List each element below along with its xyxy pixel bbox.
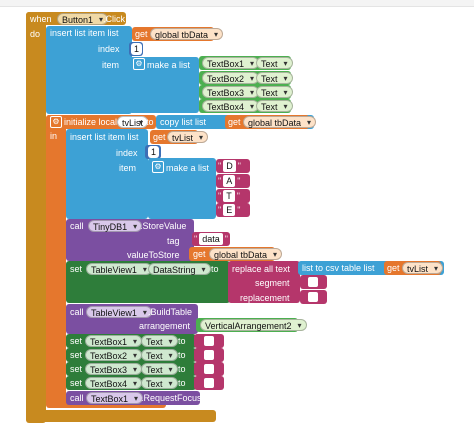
text-property-dropdown[interactable]: Text	[256, 72, 293, 85]
textbox-component-dropdown[interactable]: TextBox3	[202, 86, 260, 99]
text-string-t[interactable]: "T"	[218, 190, 240, 202]
do-label: do	[30, 29, 41, 39]
text-string-d[interactable]: "D"	[218, 160, 241, 172]
tag-label: tag	[167, 236, 180, 246]
list-to-csv-table-label: list to csv table list	[302, 263, 375, 273]
workspace-top-border	[0, 0, 474, 7]
item-label-1: item	[102, 60, 120, 70]
textbox1-call-dropdown[interactable]: TextBox1	[86, 392, 144, 405]
button1-component-dropdown[interactable]: Button1	[57, 13, 109, 26]
mutator-gear-icon[interactable]: ⚙	[50, 116, 62, 128]
insert-list-item-label-1: insert list item list	[50, 28, 119, 38]
text-property-dropdown[interactable]: Text	[256, 57, 293, 70]
replace-all-text-label: replace all text	[232, 264, 291, 274]
empty-string-replacement[interactable]	[308, 292, 318, 302]
empty-string-3[interactable]	[204, 364, 214, 374]
to-label-init: to	[146, 117, 154, 127]
index-label-2: index	[116, 148, 138, 158]
set-label: set	[70, 350, 83, 360]
text-string-e[interactable]: "E"	[218, 204, 241, 216]
get-label-1: get	[135, 29, 148, 39]
insert-list-item-block-1[interactable]	[46, 26, 132, 114]
textbox-component-dropdown[interactable]: TextBox4	[202, 100, 260, 113]
get-label-2: get	[228, 117, 241, 127]
text-set-property-dropdown[interactable]: Text	[141, 349, 178, 362]
make-a-list-block-1[interactable]	[129, 57, 199, 113]
empty-string-segment[interactable]	[308, 277, 318, 287]
text-string-a[interactable]: "A"	[218, 175, 241, 187]
local-name-field[interactable]: tvList	[117, 116, 149, 129]
item-label-2: item	[119, 163, 137, 173]
textbox-set-component-dropdown[interactable]: TextBox3	[85, 363, 143, 376]
textbox-set-component-dropdown[interactable]: TextBox4	[85, 377, 143, 390]
tableview1-call-dropdown[interactable]: TableView1	[86, 306, 152, 319]
in-label: in	[50, 131, 58, 141]
event-block-button1-click[interactable]	[26, 12, 46, 423]
to-label: to	[178, 336, 186, 346]
requestfocus-method-label: .RequestFocus	[141, 393, 202, 403]
replacement-label: replacement	[240, 293, 290, 303]
empty-string-2[interactable]	[204, 350, 214, 360]
get-label-4: get	[193, 249, 206, 259]
call-label-3: call	[70, 393, 84, 403]
make-a-list-block-2[interactable]	[148, 158, 216, 219]
get-label-5: get	[387, 263, 400, 273]
mutator-gear-icon[interactable]: ⚙	[152, 161, 164, 173]
text-set-property-dropdown[interactable]: Text	[141, 335, 178, 348]
initialize-local-label: initialize local	[64, 117, 118, 127]
text-string-data[interactable]: "data"	[194, 233, 228, 245]
arrangement-label: arrangement	[139, 321, 191, 331]
insert-list-item-label-2: insert list item list	[70, 132, 139, 142]
global-tbdata-dropdown-1[interactable]: global tbData	[150, 28, 224, 41]
make-a-list-label-1: make a list	[147, 60, 191, 70]
call-label-1: call	[70, 221, 84, 231]
storevalue-method-label: .StoreValue	[140, 221, 187, 231]
index-label-1: index	[98, 44, 120, 54]
empty-string-4[interactable]	[204, 378, 214, 388]
initialize-local-block[interactable]	[46, 115, 66, 407]
textbox-set-component-dropdown[interactable]: TextBox1	[85, 335, 143, 348]
text-property-dropdown[interactable]: Text	[256, 100, 293, 113]
textbox-component-dropdown[interactable]: TextBox1	[202, 57, 260, 70]
to-label: to	[178, 350, 186, 360]
textbox-component-dropdown[interactable]: TextBox2	[202, 72, 260, 85]
to-label: to	[178, 364, 186, 374]
value-to-store-label: valueToStore	[127, 250, 180, 260]
set-label: set	[70, 378, 83, 388]
segment-label: segment	[255, 278, 290, 288]
set-label-tableview: set	[70, 264, 83, 274]
set-label: set	[70, 364, 83, 374]
when-label: when	[30, 14, 52, 24]
replace-all-text-block[interactable]	[228, 261, 300, 303]
to-label: to	[178, 378, 186, 388]
click-event-label: .Click	[103, 14, 125, 24]
index-number-2[interactable]: 1	[148, 146, 160, 158]
buildtable-method-label: .BuildTable	[148, 307, 193, 317]
call-label-2: call	[70, 307, 84, 317]
get-label-3: get	[153, 132, 166, 142]
index-number-1[interactable]: 1	[131, 43, 143, 55]
make-a-list-label-2: make a list	[166, 163, 210, 173]
mutator-gear-icon[interactable]: ⚙	[133, 58, 145, 70]
global-tbdata-dropdown-3[interactable]: global tbData	[209, 248, 283, 261]
text-set-property-dropdown[interactable]: Text	[141, 377, 178, 390]
tvlist-dropdown-1[interactable]: tvList	[167, 131, 209, 144]
to-label-tableview: to	[211, 264, 219, 274]
tvlist-dropdown-2[interactable]: tvList	[402, 262, 444, 275]
datastring-property-dropdown[interactable]: DataString	[148, 263, 211, 276]
verticalarrangement2-dropdown[interactable]: VerticalArrangement2	[200, 319, 307, 332]
empty-string-1[interactable]	[204, 336, 214, 346]
insert-list-item-block-2[interactable]	[66, 129, 148, 219]
tinydb1-component-dropdown[interactable]: TinyDB1	[88, 220, 143, 233]
set-label: set	[70, 336, 83, 346]
textbox-set-component-dropdown[interactable]: TextBox2	[85, 349, 143, 362]
copy-list-label: copy list list	[160, 117, 207, 127]
text-property-dropdown[interactable]: Text	[256, 86, 293, 99]
event-block-footer	[26, 410, 216, 422]
text-set-property-dropdown[interactable]: Text	[141, 363, 178, 376]
tableview1-component-dropdown[interactable]: TableView1	[86, 263, 152, 276]
global-tbdata-dropdown-2[interactable]: global tbData	[243, 116, 317, 129]
